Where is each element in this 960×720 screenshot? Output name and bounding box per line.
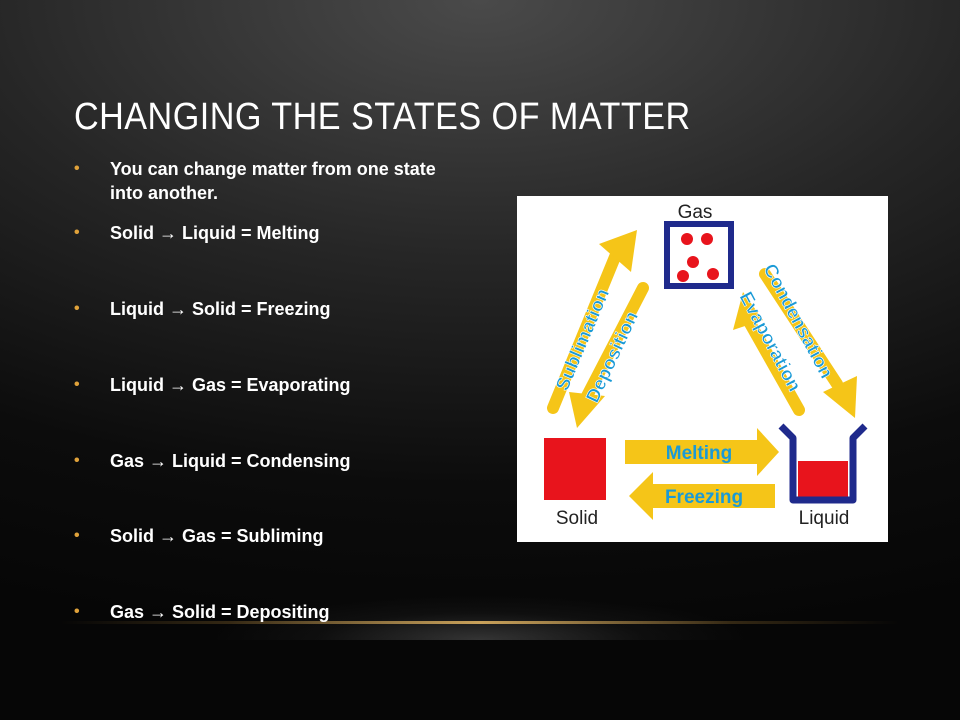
bullet-text: Liquid → Gas = Evaporating	[110, 375, 351, 395]
liquid-state: Liquid	[778, 423, 868, 529]
evaporation-arrow-shaft	[741, 312, 805, 416]
freezing-arrow-shaft	[649, 484, 775, 508]
bullet-text: Solid → Gas = Subliming	[110, 526, 324, 546]
solid-label: Solid	[556, 508, 598, 529]
sublimation-arrowhead-icon	[599, 230, 637, 272]
bullet-item: • Liquid → Gas = Evaporating	[74, 373, 494, 397]
bullet-text: Liquid → Solid = Freezing	[110, 299, 331, 319]
melting-arrow-shaft	[625, 440, 761, 464]
bullet-marker-icon: •	[74, 452, 80, 469]
solid-state: Solid	[544, 438, 606, 529]
gas-label: Gas	[678, 202, 713, 223]
gas-particle-icon	[681, 233, 693, 245]
bullet-item: • Gas → Liquid = Condensing	[74, 449, 494, 473]
bullet-marker-icon: •	[74, 300, 80, 317]
diagram-svg: Gas Solid Liquid Sublimation Depositi	[544, 202, 868, 529]
bullet-item: • Solid → Gas = Subliming	[74, 524, 494, 548]
freezing-label: Freezing	[665, 487, 743, 508]
bullet-item: • You can change matter from one state i…	[74, 157, 494, 205]
bullet-marker-icon: •	[74, 376, 80, 393]
melting-label: Melting	[666, 443, 733, 464]
solid-block-icon	[544, 438, 606, 500]
states-of-matter-diagram: Gas Solid Liquid Sublimation Depositi	[517, 196, 888, 542]
bullet-item: • Liquid → Solid = Freezing	[74, 297, 494, 321]
right-transition-arrows: Condensation Evaporation	[733, 260, 857, 418]
bottom-transition-arrows: Melting Freezing	[625, 428, 779, 520]
liquid-container-icon	[778, 423, 868, 504]
evaporation-arrowhead-icon	[733, 292, 763, 330]
gas-particle-icon	[707, 268, 719, 280]
liquid-label: Liquid	[799, 508, 850, 529]
bullet-marker-icon: •	[74, 224, 80, 241]
liquid-fill-icon	[798, 461, 848, 501]
gas-particle-icon	[687, 256, 699, 268]
left-transition-arrows: Sublimation Deposition	[547, 230, 649, 428]
bullet-marker-icon: •	[74, 603, 80, 620]
bullet-text: You can change matter from one state int…	[110, 159, 436, 203]
bullet-item: • Gas → Solid = Depositing	[74, 600, 494, 624]
bullet-marker-icon: •	[74, 527, 80, 544]
bullet-item: • Solid → Liquid = Melting	[74, 221, 494, 245]
sublimation-arrow-shaft	[547, 246, 623, 414]
freezing-arrowhead-icon	[629, 472, 653, 520]
gas-particle-icon	[701, 233, 713, 245]
slide-title: CHANGING THE STATES OF MATTER	[74, 96, 691, 138]
gas-container-icon	[664, 221, 734, 289]
bullet-text: Gas → Liquid = Condensing	[110, 451, 351, 471]
condensation-arrowhead-icon	[823, 376, 857, 418]
bullet-text: Solid → Liquid = Melting	[110, 223, 320, 243]
condensation-arrow-shaft	[759, 268, 843, 390]
gas-particle-icon	[677, 270, 689, 282]
melting-arrowhead-icon	[757, 428, 779, 476]
deposition-arrow-shaft	[581, 282, 649, 402]
bullet-text: Gas → Solid = Depositing	[110, 602, 330, 622]
deposition-arrowhead-icon	[569, 392, 605, 428]
bullet-marker-icon: •	[74, 160, 80, 177]
gas-state: Gas	[664, 202, 734, 289]
